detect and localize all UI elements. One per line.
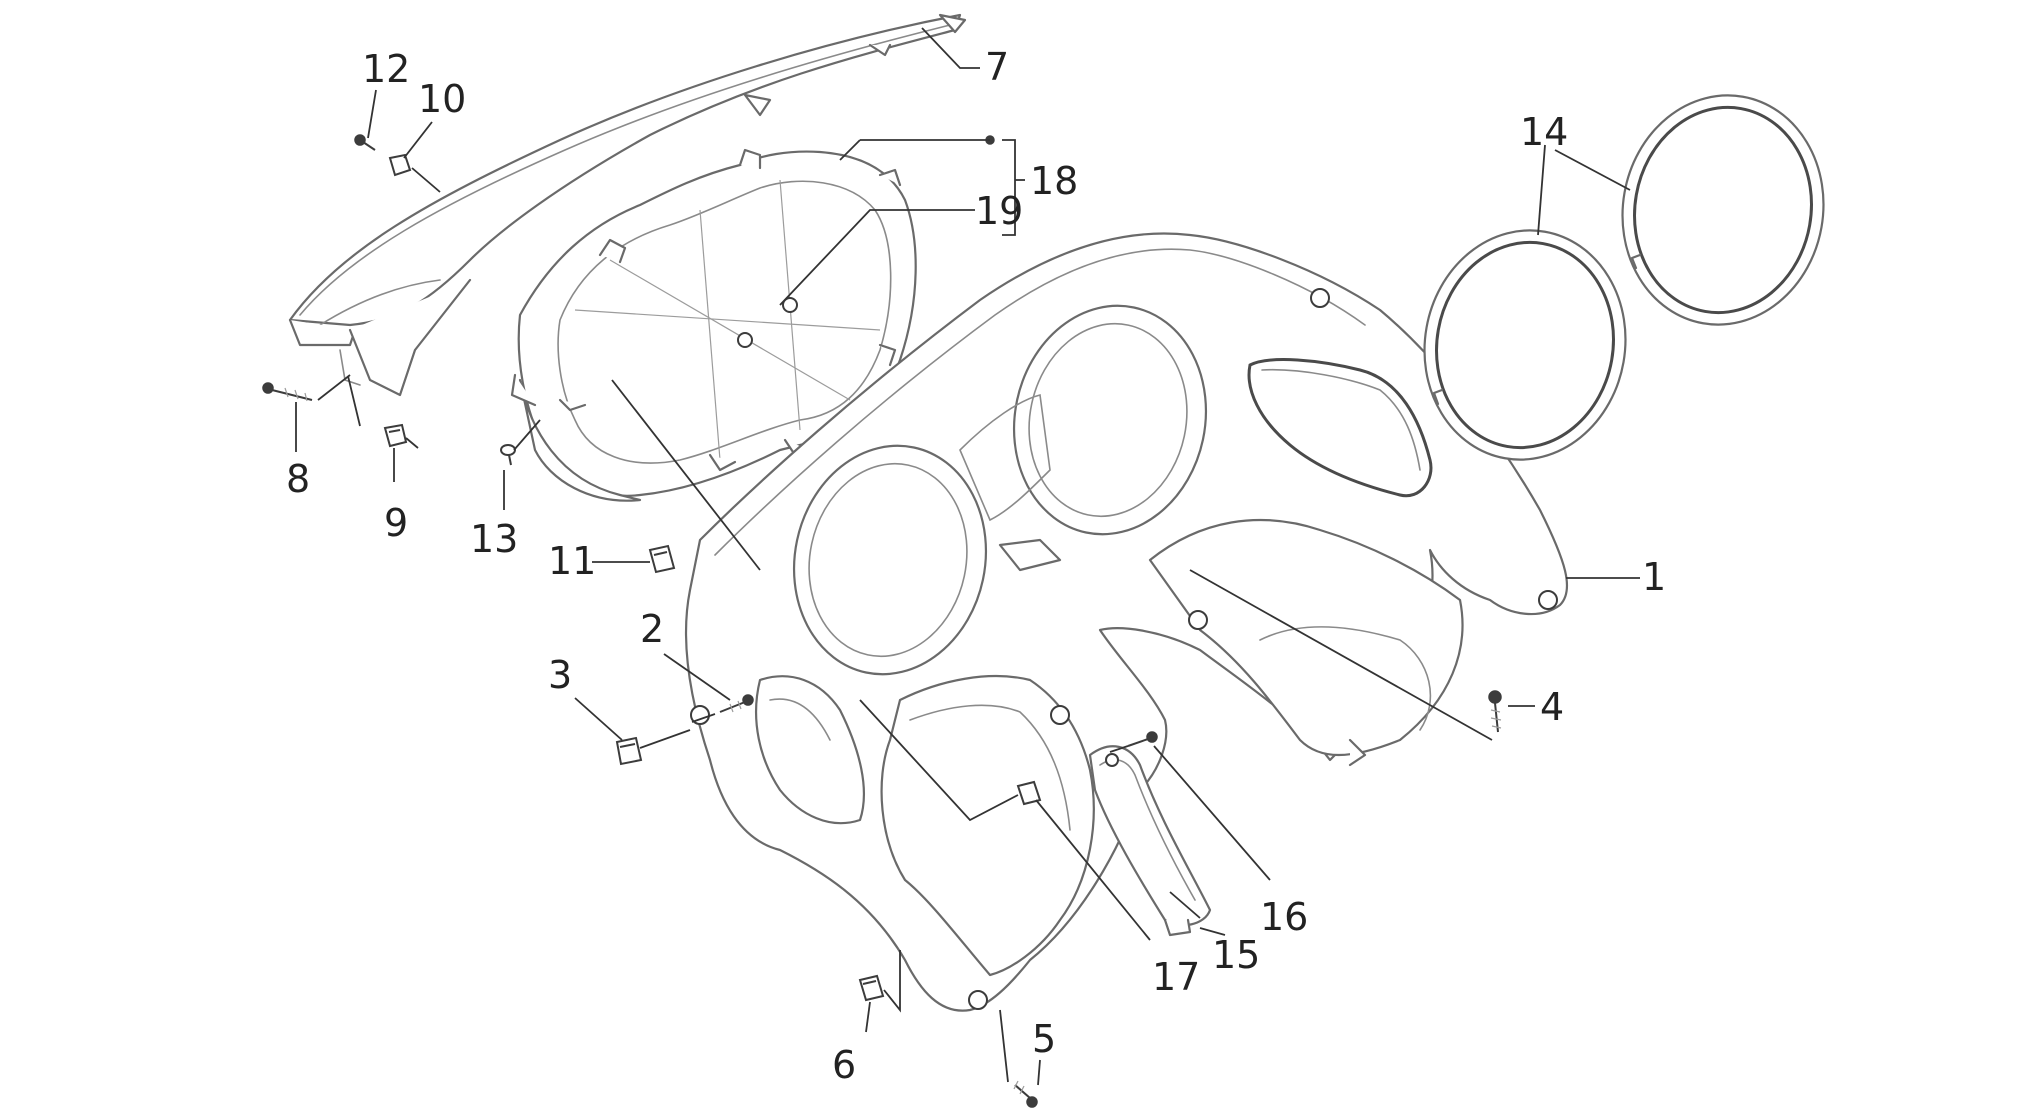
- callout-16: 16: [1260, 895, 1308, 939]
- screw-12: [354, 134, 376, 151]
- clip-6: [858, 974, 885, 1002]
- callout-15: 15: [1212, 933, 1260, 977]
- callout-13: 13: [470, 517, 518, 561]
- clip-3: [615, 736, 643, 766]
- part-15-side-cover: [1088, 745, 1212, 937]
- callout-9: 9: [384, 501, 408, 545]
- clip-17: [1016, 780, 1042, 806]
- callout-5: 5: [1032, 1017, 1056, 1061]
- screw-5: [1013, 1080, 1038, 1108]
- leader-lines: [295, 27, 1640, 1086]
- callout-12: 12: [362, 47, 410, 91]
- part-1-dashboard-cover: [684, 232, 1569, 1012]
- callout-14: 14: [1520, 110, 1568, 154]
- callout-18: 18: [1030, 159, 1078, 203]
- callout-4: 4: [1540, 685, 1564, 729]
- screw-4: [1488, 690, 1502, 733]
- callout-3: 3: [548, 653, 572, 697]
- callout-10: 10: [418, 77, 466, 121]
- callout-17: 17: [1152, 955, 1200, 999]
- clip-9: [383, 423, 408, 448]
- clip-10: [388, 153, 412, 177]
- part-7-upper-trim: [288, 13, 967, 397]
- clip-11: [648, 544, 676, 574]
- callout-2: 2: [640, 607, 664, 651]
- callout-11: 11: [548, 539, 596, 583]
- hardware: [262, 134, 1502, 1108]
- screw-8: [262, 382, 313, 402]
- callout-19: 19: [975, 189, 1023, 233]
- screw-16: [1127, 731, 1158, 747]
- callout-6: 6: [832, 1043, 856, 1087]
- callout-1: 1: [1642, 555, 1666, 599]
- screw-13: [500, 444, 516, 466]
- callout-8: 8: [286, 457, 310, 501]
- callout-labels: 1 2 3 4 5 6 7 8 9 10 11 12 13 14 15 16 1…: [286, 45, 1666, 1087]
- screw-2: [719, 694, 754, 713]
- callout-7: 7: [985, 45, 1009, 89]
- part-14-gauge-rings: [1423, 94, 1825, 461]
